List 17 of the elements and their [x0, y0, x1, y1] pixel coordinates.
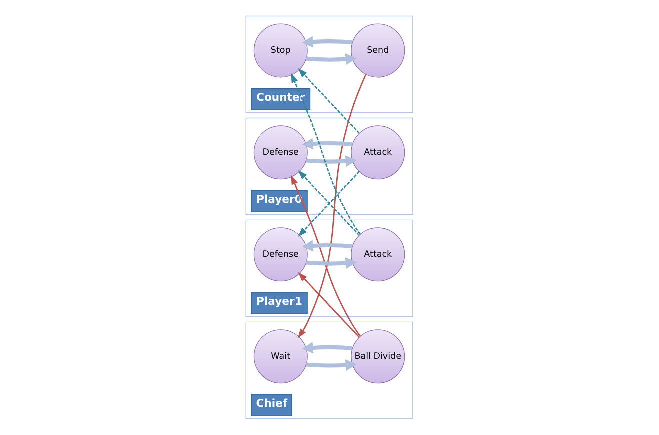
arrow [298, 68, 360, 134]
arrow [302, 240, 353, 252]
arrow [291, 73, 362, 235]
arrow [306, 54, 357, 66]
arrow [306, 359, 357, 372]
node-circle: Attack [351, 228, 406, 282]
arrow [302, 342, 353, 354]
node-circle: Send [351, 24, 406, 78]
arrow [306, 156, 357, 168]
arrow [291, 175, 362, 337]
arrow [306, 257, 357, 270]
node-circle: Attack [351, 126, 406, 180]
arrow [302, 138, 353, 150]
arrow [298, 272, 360, 338]
node-circle: Ball Divide [351, 330, 406, 384]
arrow [298, 74, 367, 339]
arrow [302, 36, 353, 48]
